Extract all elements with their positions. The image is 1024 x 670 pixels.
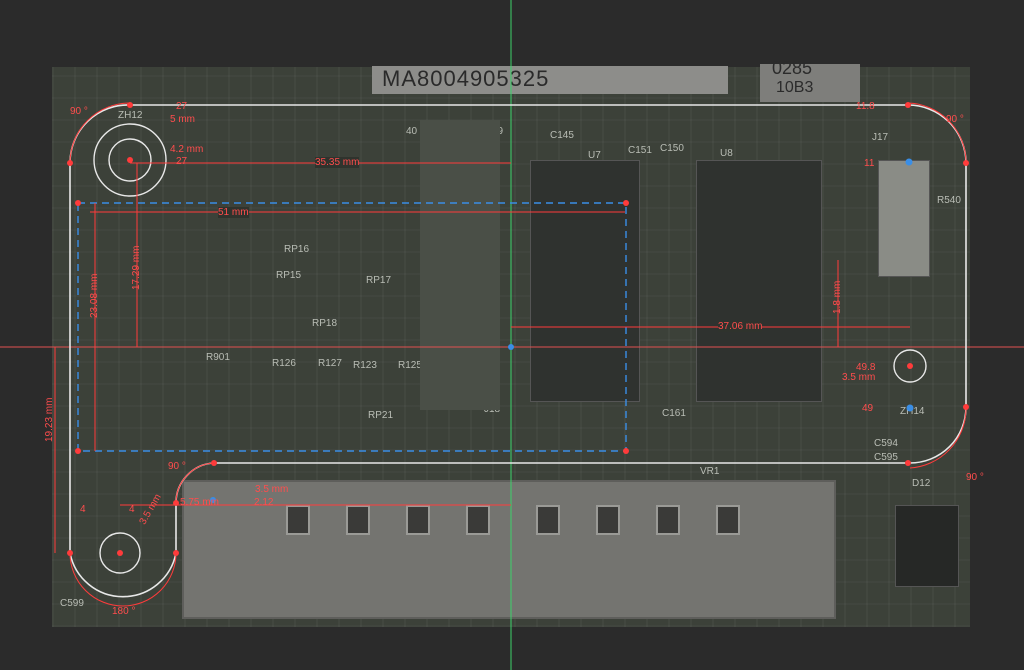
shield-pad	[286, 505, 310, 535]
dim-label[interactable]: 4	[80, 504, 86, 515]
code-top: 0285	[772, 58, 813, 78]
origin-point	[508, 344, 514, 350]
dim-label[interactable]: 35.35 mm	[315, 157, 360, 168]
mount-hole-inner[interactable]	[99, 532, 141, 574]
silk-label: R123	[353, 360, 377, 371]
silk-label: C161	[662, 408, 686, 419]
shield-pad	[466, 505, 490, 535]
serial-sticker	[372, 66, 728, 94]
silk-label: 40	[406, 126, 418, 137]
silk-label: RP21	[368, 410, 394, 421]
mount-hole-outer[interactable]	[93, 123, 167, 197]
serial-label: MA8004905325	[382, 66, 550, 91]
rf-shield	[182, 480, 836, 619]
angle-label[interactable]: 90 °	[70, 106, 88, 117]
angle-label[interactable]: 90 °	[966, 472, 984, 483]
silk-label: R540	[937, 195, 961, 206]
dim-label[interactable]: 11	[864, 158, 875, 169]
code-sticker	[760, 64, 860, 102]
silk-label: C145	[550, 130, 574, 141]
code-bottom: 10B3	[776, 79, 814, 96]
dim-label[interactable]: 1.8 mm	[832, 280, 843, 314]
silk-label: ZH12	[118, 110, 143, 121]
silk-label: C595	[874, 452, 898, 463]
dim-label[interactable]: 23.08 mm	[89, 273, 100, 318]
shield-pad	[406, 505, 430, 535]
silk-label: C594	[874, 438, 898, 449]
silk-label: R127	[318, 358, 342, 369]
ram-chip-u8	[696, 160, 822, 402]
dim-label[interactable]: 5.75 mm	[180, 497, 219, 508]
dim-label[interactable]: 51 mm	[218, 207, 249, 218]
silk-label: R125	[398, 360, 422, 371]
silk-label: C150	[660, 143, 684, 154]
dim-label[interactable]: 4	[129, 504, 135, 515]
silk-label: VR1	[700, 466, 720, 477]
board-outline[interactable]	[69, 104, 967, 598]
shield-pad	[716, 505, 740, 535]
dim-label[interactable]: 11.8	[856, 101, 875, 112]
dim-label[interactable]: 37.06 mm	[718, 321, 763, 332]
silk-label: J17	[872, 132, 889, 143]
silk-label: D12	[912, 478, 931, 489]
angle-label[interactable]: 90 °	[946, 114, 964, 125]
silk-label: RP18	[312, 318, 338, 329]
dim-label[interactable]: 19.23 mm	[44, 397, 55, 442]
silk-label: R126	[272, 358, 296, 369]
dim-label[interactable]: 2.12	[254, 497, 274, 508]
silk-label: RP16	[284, 244, 310, 255]
dim-label[interactable]: 3.5 mm	[255, 484, 289, 495]
shield-pad	[346, 505, 370, 535]
dim-label[interactable]: 27	[176, 101, 188, 112]
dim-label[interactable]: 27	[176, 156, 188, 167]
dim-label[interactable]: 5 mm	[170, 114, 195, 125]
dim-label[interactable]: 17.29 mm	[131, 245, 142, 290]
shield-pad	[656, 505, 680, 535]
mount-hole-inner[interactable]	[108, 138, 152, 182]
shield-pad	[536, 505, 560, 535]
mount-hole-inner[interactable]	[893, 349, 927, 383]
angle-label[interactable]: 180 °	[112, 606, 136, 617]
silk-label: RP17	[366, 275, 392, 286]
connector-j17	[878, 160, 930, 277]
silk-label: R901	[206, 352, 230, 363]
silk-label: RP15	[276, 270, 302, 281]
dim-label[interactable]: 49	[862, 403, 874, 414]
chip-d12	[895, 505, 959, 587]
silk-label: ZH14	[900, 406, 925, 417]
dim-label[interactable]: 3.5 mm	[842, 372, 876, 383]
silk-label: U7	[588, 150, 601, 161]
silk-label: C599	[60, 598, 84, 609]
dim-label[interactable]: 49.8	[856, 362, 876, 373]
silk-label: C151	[628, 145, 652, 156]
dim-label[interactable]: 4.2 mm	[170, 144, 204, 155]
ram-chip-u7	[530, 160, 640, 402]
silk-label: U8	[720, 148, 733, 159]
shield-pad	[596, 505, 620, 535]
angle-label[interactable]: 90 °	[168, 461, 186, 472]
